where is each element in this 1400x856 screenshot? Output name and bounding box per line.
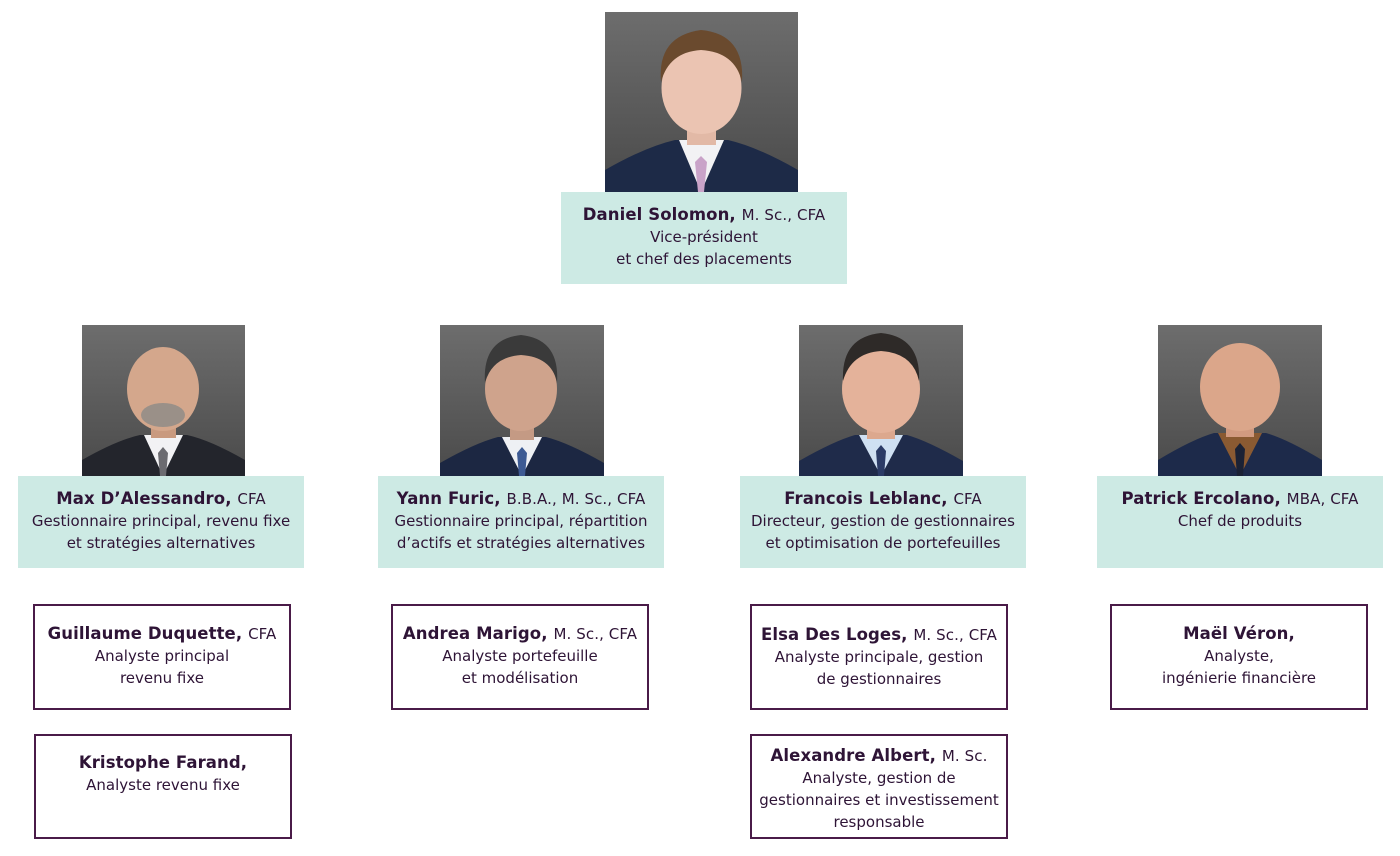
head-photo [605, 12, 798, 192]
analyst-credentials: M. Sc. [941, 747, 988, 765]
manager-title-line-1: Gestionnaire principal, revenu fixe [31, 512, 291, 530]
analyst-credentials: M. Sc., CFA [553, 625, 638, 643]
analyst-box: Guillaume Duquette, CFA Analyste princip… [33, 604, 291, 710]
analyst-credentials: CFA [248, 625, 277, 643]
manager-name: Yann Furic, [396, 489, 501, 508]
manager-name: Francois Leblanc, [784, 489, 948, 508]
analyst-box: Maël Véron, Analyste, ingénierie financi… [1110, 604, 1368, 710]
analyst-title-line-2: ingénierie financière [1161, 669, 1317, 687]
analyst-title-line-2: et modélisation [461, 669, 579, 687]
head-credentials: M. Sc., CFA [741, 206, 826, 224]
manager-title-line-2: d’actifs et stratégies alternatives [396, 534, 646, 552]
manager-title-line-1: Directeur, gestion de gestionnaires [751, 512, 1015, 530]
analyst-name: Maël Véron, [1183, 624, 1295, 643]
manager-photo [82, 325, 245, 476]
head-title-line-2: et chef des placements [616, 250, 792, 268]
manager-card: Max D’Alessandro, CFA Gestionnaire princ… [18, 476, 304, 568]
manager-title-line-2: et stratégies alternatives [66, 534, 256, 552]
manager-card: Francois Leblanc, CFA Directeur, gestion… [740, 476, 1026, 568]
analyst-name: Guillaume Duquette, [47, 624, 243, 643]
manager-name: Patrick Ercolano, [1121, 489, 1281, 508]
analyst-title-line-3: responsable [833, 813, 925, 831]
analyst-title-line-2: gestionnaires et investissement [759, 791, 999, 809]
head-title-line-1: Vice-président [650, 228, 758, 246]
analyst-title-line-1: Analyste principale, gestion [774, 648, 984, 666]
analyst-credentials: M. Sc., CFA [913, 626, 998, 644]
manager-credentials: CFA [953, 490, 982, 508]
manager-credentials: MBA, CFA [1286, 490, 1359, 508]
analyst-name: Andrea Marigo, [402, 624, 548, 643]
manager-card: Yann Furic, B.B.A., M. Sc., CFA Gestionn… [378, 476, 664, 568]
analyst-title-line-1: Analyste, gestion de [802, 769, 956, 787]
analyst-title-line-1: Analyste portefeuille [442, 647, 598, 665]
portrait-image [82, 347, 245, 476]
analyst-box: Andrea Marigo, M. Sc., CFA Analyste port… [391, 604, 649, 710]
portrait-image [440, 335, 604, 476]
manager-photo [440, 325, 604, 476]
analyst-title-line-1: Analyste, [1204, 647, 1274, 665]
analyst-title-line-1: Analyste principal [94, 647, 230, 665]
manager-credentials: CFA [237, 490, 266, 508]
manager-credentials: B.B.A., M. Sc., CFA [506, 490, 646, 508]
manager-title-line-1: Gestionnaire principal, répartition [394, 512, 648, 530]
analyst-box: Kristophe Farand, Analyste revenu fixe [34, 734, 292, 839]
analyst-title-line-2: revenu fixe [119, 669, 205, 687]
head-card: Daniel Solomon, M. Sc., CFA Vice-préside… [561, 192, 847, 284]
portrait-image [605, 30, 798, 192]
portrait-image [1158, 343, 1322, 476]
analyst-title-line-2: de gestionnaires [816, 670, 942, 688]
analyst-name: Alexandre Albert, [770, 746, 936, 765]
manager-card: Patrick Ercolano, MBA, CFA Chef de produ… [1097, 476, 1383, 568]
analyst-box: Alexandre Albert, M. Sc. Analyste, gesti… [750, 734, 1008, 839]
manager-photo [799, 325, 963, 476]
portrait-image [799, 333, 963, 476]
manager-title-line-1: Chef de produits [1177, 512, 1303, 530]
manager-title-line-2: et optimisation de portefeuilles [765, 534, 1001, 552]
analyst-name: Kristophe Farand, [78, 753, 248, 772]
analyst-box: Elsa Des Loges, M. Sc., CFA Analyste pri… [750, 604, 1008, 710]
manager-name: Max D’Alessandro, [56, 489, 232, 508]
analyst-title-line-1: Analyste revenu fixe [86, 776, 240, 794]
manager-photo [1158, 325, 1322, 476]
analyst-name: Elsa Des Loges, [760, 625, 908, 644]
head-name: Daniel Solomon, [582, 205, 736, 224]
